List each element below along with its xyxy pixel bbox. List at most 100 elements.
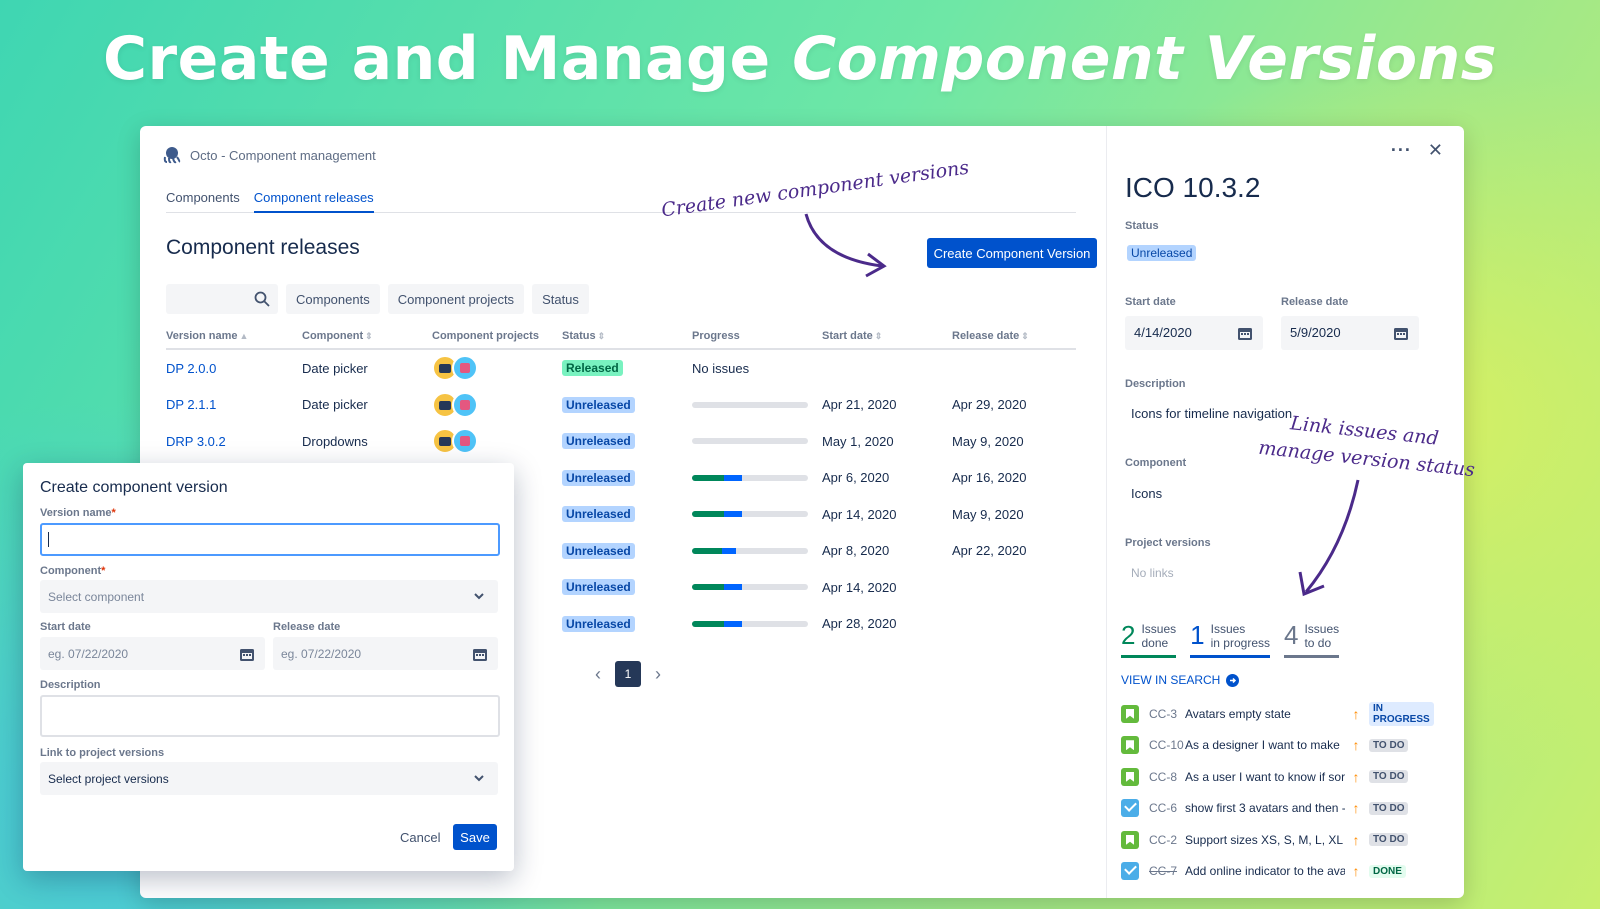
start-date-label: Start date [1125,296,1176,308]
issue-summary[interactable]: Support sizes XS, S, M, L, XL [1185,832,1344,847]
start-date-input[interactable]: eg. 07/22/2020 [40,637,265,670]
start-date-cell: Apr 6, 2020 [822,470,890,486]
progress-bar [692,511,808,518]
create-version-dialog: Create component version Version name* C… [23,463,514,871]
releases-table: Version name▲ Component⇕ Component proje… [166,326,1076,642]
issue-summary[interactable]: show first 3 avatars and then - [1185,801,1345,816]
issue-key[interactable]: CC-2 [1149,832,1178,847]
issue-key[interactable]: CC-7 [1149,864,1178,879]
issue-status-badge[interactable]: TO DO [1369,801,1409,815]
description-label: Description [1125,378,1186,390]
release-date-field[interactable]: 5/9/2020 [1281,316,1419,350]
start-date-field[interactable]: 4/14/2020 [1125,316,1263,350]
project-avatar[interactable] [452,391,478,418]
release-date-input[interactable]: eg. 07/22/2020 [273,637,498,670]
release-date-cell: Apr 29, 2020 [952,397,1027,413]
column-header-version-name[interactable]: Version name▲ [166,326,302,350]
issue-status-badge[interactable]: IN PROGRESS [1369,701,1434,726]
filter-status-button[interactable]: Status [532,284,589,314]
tab-components[interactable]: Components [166,190,240,205]
progress-bar [692,620,808,627]
create-component-version-button[interactable]: Create Component Version [927,238,1097,268]
start-date-label: Start date [40,621,91,633]
prev-page-icon[interactable]: ‹ [595,663,601,684]
tab-component-releases[interactable]: Component releases [253,190,374,213]
view-in-search-link[interactable]: VIEW IN SEARCH [1121,673,1240,687]
issue-summary[interactable]: Add online indicator to the ava [1185,864,1345,879]
dialog-title: Create component version [40,479,228,496]
issue-status-badge[interactable]: TO DO [1369,738,1409,752]
column-header-release-date[interactable]: Release date⇕ [952,326,1076,350]
issue-status-badge[interactable]: TO DO [1369,770,1409,784]
issue-summary[interactable]: As a designer I want to make [1185,738,1340,753]
issue-key[interactable]: CC-8 [1149,769,1178,784]
progress-bar [692,584,808,591]
project-versions-value[interactable]: No links [1131,566,1174,580]
page-1-button[interactable]: 1 [615,661,641,687]
start-date-cell: Apr 28, 2020 [822,616,897,632]
status-badge: Unreleased [562,433,635,450]
component-project-avatars[interactable] [432,428,562,455]
status-badge[interactable]: Unreleased [1127,244,1197,262]
description-input[interactable] [40,695,500,737]
status-label: Status [1125,220,1159,232]
issue-summary[interactable]: As a user I want to know if sor [1185,769,1345,784]
project-avatar[interactable] [452,428,478,455]
next-page-icon[interactable]: › [655,663,661,684]
version-link[interactable]: DP 2.0.0 [166,360,217,376]
issue-key[interactable]: CC-3 [1149,706,1178,721]
save-button[interactable]: Save [453,824,497,850]
filter-component-projects-button[interactable]: Component projects [387,284,525,314]
component-cell: Dropdowns [302,433,368,449]
priority-high-icon: ↑ [1352,705,1360,722]
more-options-icon[interactable]: ··· [1390,140,1412,160]
story-icon [1121,736,1139,755]
issue-key[interactable]: CC-6 [1149,801,1178,816]
component-label: Component [1125,457,1187,469]
issue-row[interactable]: CC-3 Avatars empty state ↑ IN PROGRESS [1121,698,1434,730]
close-icon[interactable]: ✕ [1427,140,1443,160]
start-date-cell: Apr 14, 2020 [822,579,897,595]
project-versions-select[interactable]: Select project versions [40,762,498,795]
issue-status-badge[interactable]: TO DO [1369,833,1409,847]
component-project-avatars[interactable] [432,355,562,382]
release-date-cell: May 9, 2020 [952,433,1024,449]
version-link[interactable]: DP 2.1.1 [166,397,217,413]
project-avatar[interactable] [452,355,478,382]
version-name-input[interactable] [40,523,500,556]
search-input[interactable] [166,284,278,314]
issue-summary[interactable]: Avatars empty state [1185,706,1291,721]
component-value[interactable]: Icons [1131,486,1163,501]
component-select[interactable]: Select component [40,580,498,613]
column-header-status[interactable]: Status⇕ [562,326,692,350]
issue-key[interactable]: CC-10 [1149,738,1184,753]
component-project-avatars[interactable] [432,391,562,418]
task-icon [1121,799,1139,818]
version-link[interactable]: DRP 3.0.2 [166,433,226,449]
sort-icon: ⇕ [365,331,373,341]
column-header-start-date[interactable]: Start date⇕ [822,326,952,350]
filter-components-button[interactable]: Components [286,284,380,314]
issue-status-badge[interactable]: DONE [1369,864,1406,878]
project-versions-label: Project versions [1125,537,1211,549]
column-header-component[interactable]: Component⇕ [302,326,432,350]
description-value[interactable]: Icons for timeline navigation [1131,406,1293,421]
status-badge: Unreleased [562,506,635,523]
cancel-button[interactable]: Cancel [392,824,448,850]
